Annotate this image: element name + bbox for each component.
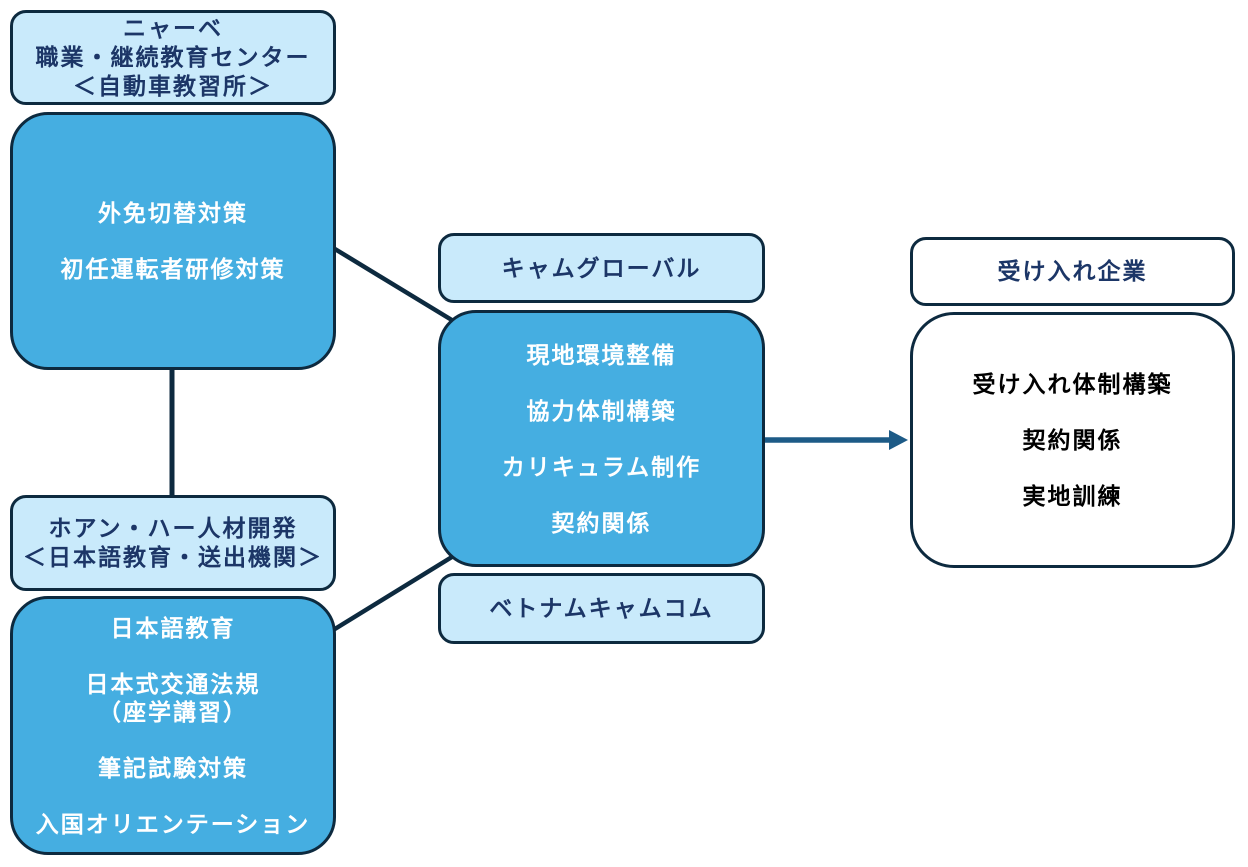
hoangha-title-line: ＜日本語教育・送出機関＞	[23, 544, 323, 570]
service-item: 日本式交通法規 （座学講習）	[85, 670, 261, 725]
service-item: 契約関係	[551, 509, 652, 536]
arrowhead-icon	[889, 430, 908, 450]
vietnamcamcom-title-box: ベトナムキャムコム	[438, 573, 765, 644]
service-item: 実地訓練	[1022, 483, 1123, 509]
ukeire-title-box: 受け入れ企業	[910, 237, 1235, 306]
service-item: 現地環境整備	[526, 341, 677, 368]
nyabe-title-box: ニャーベ 職業・継続教育センター ＜自動車教習所＞	[10, 10, 336, 105]
hoangha-services-box: 日本語教育 日本式交通法規 （座学講習） 筆記試験対策 入国オリエンテーション	[10, 596, 336, 855]
service-item: 初任運転者研修対策	[60, 256, 286, 282]
hoangha-title-box: ホアン・ハー人材開発 ＜日本語教育・送出機関＞	[10, 495, 336, 591]
camglobal-title-box: キャムグローバル	[438, 233, 765, 303]
service-item: 協力体制構築	[526, 397, 677, 424]
nyabe-services-list: 外免切替対策 初任運転者研修対策	[61, 199, 286, 283]
service-item: 契約関係	[1022, 427, 1123, 453]
cam-services-list: 現地環境整備 協力体制構築 カリキュラム制作 契約関係	[502, 341, 701, 537]
service-item: 日本語教育	[110, 614, 236, 641]
connector-hoangha-to-cam	[328, 550, 462, 634]
connector-nyabe-to-cam	[328, 244, 462, 327]
nyabe-title-line: 職業・継続教育センター	[35, 44, 311, 70]
cam-services-box: 現地環境整備 協力体制構築 カリキュラム制作 契約関係	[438, 310, 765, 567]
ukeire-services-list: 受け入れ体制構築 契約関係 実地訓練	[973, 370, 1173, 510]
nyabe-title-line: ＜自動車教習所＞	[73, 73, 273, 99]
service-item: 入国オリエンテーション	[35, 810, 311, 837]
service-item: 筆記試験対策	[97, 754, 248, 781]
hoangha-title-line: ホアン・ハー人材開発	[48, 515, 298, 541]
service-item: 受け入れ体制構築	[972, 371, 1173, 397]
nyabe-services-box: 外免切替対策 初任運転者研修対策	[10, 112, 336, 370]
service-item: カリキュラム制作	[501, 453, 702, 480]
nyabe-title-line: ニャーベ	[123, 15, 223, 41]
hoangha-services-list: 日本語教育 日本式交通法規 （座学講習） 筆記試験対策 入国オリエンテーション	[36, 614, 311, 838]
service-item: 外免切替対策	[98, 200, 248, 226]
ukeire-services-box: 受け入れ体制構築 契約関係 実地訓練	[910, 312, 1235, 568]
ukeire-title-label: 受け入れ企業	[997, 258, 1148, 284]
vietnamcamcom-title-label: ベトナムキャムコム	[489, 595, 714, 621]
camglobal-title-label: キャムグローバル	[501, 254, 702, 281]
